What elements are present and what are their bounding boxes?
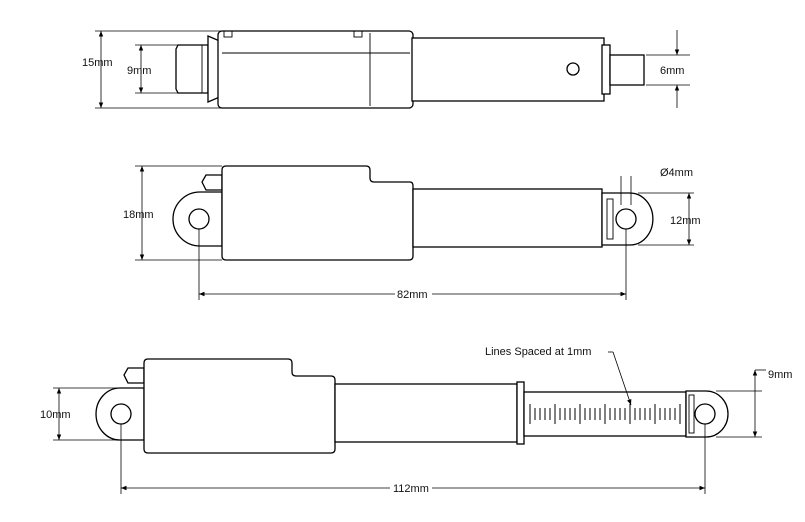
mid-tube <box>412 188 603 248</box>
bottom-collar <box>516 381 525 445</box>
mid-left-hole <box>188 208 210 230</box>
bottom-view: 10mm 9mm Lines Spaced at 1mm 112mm <box>40 346 792 495</box>
mid-hole-label: Ø4mm <box>660 167 693 179</box>
bottom-housing <box>143 358 336 454</box>
rod-scale <box>529 404 681 424</box>
bottom-rod-clevis-label: 9mm <box>768 369 792 381</box>
mid-height-label: 18mm <box>123 209 154 221</box>
top-housing <box>217 30 414 109</box>
lines-spaced-leader <box>612 351 632 406</box>
bottom-tube <box>334 383 518 443</box>
top-rod-label: 6mm <box>660 65 684 77</box>
top-inner-height-label: 9mm <box>127 65 151 77</box>
bottom-right-hole <box>694 403 716 425</box>
top-end-cap <box>175 44 209 94</box>
top-height-label: 15mm <box>82 57 113 69</box>
bottom-length-label: 112mm <box>393 483 429 495</box>
lines-spaced-label: Lines Spaced at 1mm <box>485 346 591 358</box>
bottom-left-hole <box>110 403 132 425</box>
bottom-connector <box>123 367 145 384</box>
mid-clevis-label: 12mm <box>670 215 701 227</box>
top-view: 15mm 9mm 6mm <box>82 30 690 109</box>
top-collar <box>601 44 611 95</box>
mid-housing <box>221 165 414 261</box>
mid-right-hole <box>615 208 637 230</box>
top-rod <box>609 54 645 86</box>
middle-view: 18mm Ø4mm 12mm 82mm <box>123 165 701 301</box>
mid-connector <box>201 174 223 191</box>
mid-length-label: 82mm <box>397 289 428 301</box>
top-mount-hole <box>566 62 580 76</box>
bottom-clevis-label: 10mm <box>40 409 71 421</box>
